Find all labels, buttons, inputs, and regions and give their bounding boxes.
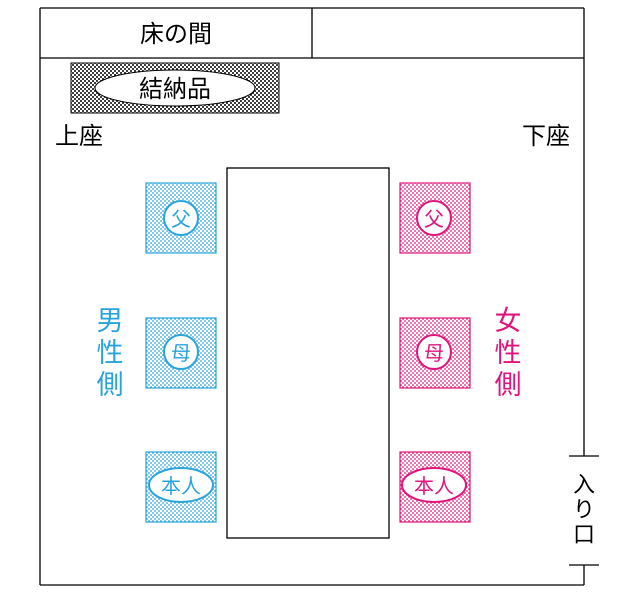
person-label: 母 [171,341,191,365]
lower-seat-label: 下座 [522,122,570,150]
male-seat-mother: 母 [145,317,217,389]
person-marker [148,467,214,503]
gift-label-oval [94,69,256,107]
room-walls [39,7,585,586]
male-side-char: 男 [97,306,124,337]
male-seat-self: 本人 [145,451,217,523]
entrance-label: 入 り 口 [573,473,595,548]
betrothal-gifts: 結納品 [70,62,280,114]
person-label: 母 [424,341,444,365]
female-side-label: 女 性 側 [495,306,522,401]
male-seat-father: 父 [145,182,217,254]
upper-seat-label: 上座 [55,122,103,150]
female-seat-father: 父 [399,182,471,254]
male-side-label: 男 性 側 [97,306,124,401]
person-label: 父 [424,207,444,231]
person-marker [163,200,199,236]
gifts-label: 結納品 [139,75,211,103]
alcove-label: 床の間 [140,20,212,48]
female-side-char: 女 [495,306,522,337]
male-side-char: 側 [97,370,124,401]
person-marker [163,334,199,370]
entrance-char: り [573,498,595,523]
entrance-door [569,455,599,566]
person-marker [416,200,452,236]
male-side-char: 性 [97,338,124,369]
person-marker [416,334,452,370]
female-seat-self: 本人 [399,451,471,523]
person-marker [401,467,467,503]
female-seat-mother: 母 [399,317,471,389]
table [226,167,390,539]
entrance-char: 口 [573,523,595,548]
person-label: 本人 [414,474,454,498]
entrance-char: 入 [573,473,595,498]
person-label: 父 [171,207,191,231]
female-side-char: 側 [495,370,522,401]
person-label: 本人 [161,474,201,498]
female-side-char: 性 [495,338,522,369]
